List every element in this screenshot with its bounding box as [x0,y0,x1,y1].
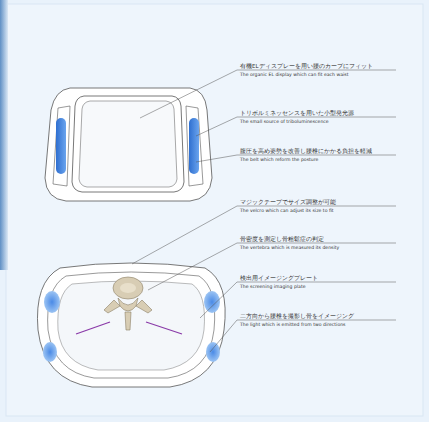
callout-translation: The organic EL display which can fit eac… [240,72,349,77]
panel [6,4,423,416]
callout-translation: The light which is emitted from two dire… [240,322,346,327]
callout-label: 二方向から腰椎を撮影し骨をイメージング [240,313,354,319]
leader-line [200,282,396,318]
callout-label: 有機ELディスプレーを用い腰のカーブにフィット [240,63,373,69]
callout-translation: The velcro which can adjust its size to … [240,208,334,213]
callout-translation: The small source of triboluminescence [240,119,329,124]
belt-front [45,88,212,201]
callout-label: 骨密度を測定し骨粗鬆症の判定 [240,236,324,242]
edge-band [0,0,8,270]
callout-label: トリボルミネッセンスを用いた小型発光源 [240,110,354,116]
callout-label: 検出用イメージングプレート [240,275,318,281]
leader-line [132,206,396,264]
leader-line [196,117,396,136]
callout-translation: The vertebra which is measured its densi… [240,245,339,250]
leader-line [210,320,396,352]
belt-section [37,263,225,387]
callout-label: 腹圧を高め姿勢を改善し腰椎にかかる負担を軽減 [240,148,372,154]
leader-line [148,243,396,290]
callout-translation: The belt which reform the posture [240,157,318,162]
callout-translation: The screening imaging plate [240,284,306,289]
callout-label: マジックテープでサイズ調整が可能 [240,199,336,205]
leader-line [140,70,396,118]
vertebra [104,277,152,330]
leader-line [196,155,396,162]
